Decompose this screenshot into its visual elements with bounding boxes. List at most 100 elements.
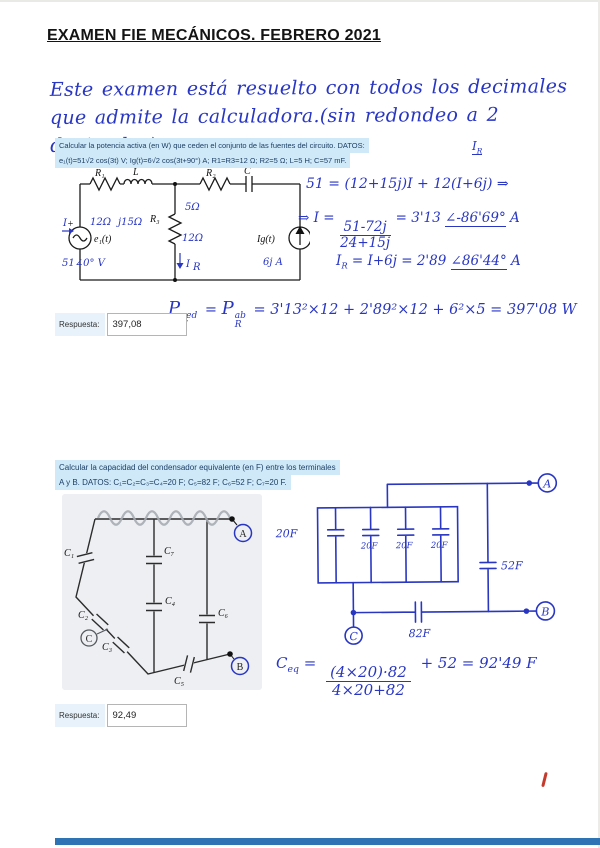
problem2-statement-line2: A y B. DATOS: C₁=C₂=C₃=C₄=20 F; C₅=82 F;… bbox=[55, 475, 291, 490]
sketch-cap-82f bbox=[352, 581, 538, 628]
svg-text:R: R bbox=[192, 262, 201, 273]
junction-dot-bottom bbox=[173, 278, 177, 282]
capacitor-c2-symbol bbox=[90, 612, 110, 632]
sketch-20f-left-label: 20F bbox=[275, 527, 298, 540]
terminal-a: A bbox=[229, 516, 253, 543]
e1-label: e₁(t) bbox=[94, 234, 112, 245]
l-value-annotation: j15Ω bbox=[116, 217, 142, 228]
terminal-b: B bbox=[227, 651, 250, 676]
sketch-a-dot bbox=[526, 480, 533, 486]
circuit2-wires bbox=[75, 518, 232, 675]
e1-polarity-plus: + bbox=[67, 219, 74, 230]
answer-input-problem1[interactable] bbox=[107, 313, 188, 336]
sketch-20f-label-2: 20F bbox=[395, 541, 414, 551]
resistor-r1-symbol bbox=[89, 176, 121, 192]
voltage-source-e1-symbol bbox=[68, 226, 92, 250]
photo-background bbox=[62, 494, 262, 690]
terminal-c: C bbox=[80, 628, 109, 647]
scan-edge-top bbox=[0, 0, 600, 2]
capacitor-c1-symbol bbox=[75, 551, 96, 565]
capacitor-c7-symbol bbox=[145, 555, 163, 565]
circuit1-svg: + R₁ L R₂ C R₃ e₁(t) Ig(t) I 12Ω j15Ω 5Ω… bbox=[62, 166, 312, 282]
sketch-terminal-b: B bbox=[535, 601, 556, 621]
answer-row-problem1: Respuesta: bbox=[55, 313, 188, 336]
c3-label: C₃ bbox=[102, 642, 113, 653]
sketch-cap-52f bbox=[479, 482, 497, 613]
capacitor-c3-symbol bbox=[111, 635, 131, 655]
problem2-statement-line1: Calcular la capacidad del condensador eq… bbox=[55, 460, 340, 475]
sketch-cap-20f-4 bbox=[431, 506, 450, 583]
page-title: EXAMEN FIE MECÁNICOS. FEBRERO 2021 bbox=[47, 27, 381, 44]
svg-text:C: C bbox=[349, 630, 358, 643]
sketch-20f-label-3: 20F bbox=[430, 541, 449, 551]
problem1-statement-line2: e₁(t)=51√2 cos(3t) V; Ig(t)=6√2 cos(3t+9… bbox=[55, 153, 351, 168]
sketch-terminal-c: C bbox=[344, 626, 363, 645]
sketch-cap-20f-2 bbox=[361, 506, 380, 584]
inductor-l-symbol bbox=[123, 178, 153, 185]
e1-value-annotation: 51∠0° V bbox=[62, 258, 107, 269]
equivalent-circuit-sketch: A B C 20F 20F 20F 20F 52F 82F bbox=[267, 471, 585, 658]
ig-value-annotation: 6j A bbox=[263, 257, 283, 268]
sketch-wires bbox=[316, 482, 540, 628]
ir-current-annotation: I R bbox=[176, 253, 201, 273]
ir-corner-annotation: IR bbox=[472, 139, 483, 156]
ig-label: Ig(t) bbox=[256, 234, 275, 245]
note-line-1: Este examen está resuelto con todos los … bbox=[49, 75, 568, 101]
c5-label: C₅ bbox=[174, 676, 185, 687]
sketch-terminal-a: A bbox=[537, 473, 558, 493]
c6-label: C₆ bbox=[218, 608, 229, 619]
r3-label: R₃ bbox=[149, 214, 160, 225]
junction-dot-top bbox=[173, 182, 177, 186]
r3-value-annotation: 12Ω bbox=[182, 233, 203, 244]
work-equation-1: 51 = (12+15j)I + 12(I+6j) ⇒ bbox=[306, 176, 509, 192]
sketch-cap-20f-3 bbox=[396, 506, 415, 583]
c1-label: C₁ bbox=[64, 548, 74, 559]
resistor-r3-symbol bbox=[167, 213, 183, 245]
capacitor-c-symbol bbox=[245, 176, 253, 192]
circuit1-figure: + R₁ L R₂ C R₃ e₁(t) Ig(t) I 12Ω j15Ω 5Ω… bbox=[60, 166, 312, 293]
problem1-statement-line1: Calcular la potencia activa (en W) que c… bbox=[55, 138, 369, 153]
sketch-svg: A B C 20F 20F 20F 20F 52F 82F bbox=[275, 473, 558, 645]
capacitor-c6-symbol bbox=[198, 614, 216, 624]
circuit1-wires bbox=[79, 176, 301, 282]
sketch-cap-20f-1 bbox=[326, 506, 345, 584]
c4-label: C₄ bbox=[165, 596, 176, 607]
scan-edge-right bbox=[598, 0, 600, 848]
capacitor-c4-symbol bbox=[145, 602, 163, 612]
svg-text:C: C bbox=[86, 634, 93, 645]
sketch-52f-label: 52F bbox=[501, 559, 523, 572]
c2-label: C₂ bbox=[78, 610, 89, 621]
red-pen-mark bbox=[541, 771, 548, 788]
answer-input-problem2[interactable] bbox=[107, 704, 188, 727]
l-label: L bbox=[132, 168, 139, 178]
c7-label: C₇ bbox=[164, 546, 175, 557]
r1-value-annotation: 12Ω bbox=[90, 217, 111, 228]
answer-label-problem2: Respuesta: bbox=[55, 704, 106, 727]
svg-text:A: A bbox=[542, 477, 551, 490]
r1-label: R₁ bbox=[94, 168, 105, 179]
sketch-20f-label-1: 20F bbox=[360, 541, 379, 551]
problem1-statement: Calcular la potencia activa (en W) que c… bbox=[55, 138, 369, 168]
sketch-b-dot bbox=[523, 608, 530, 614]
circuit2-svg: A B C C₁ C₂ C₃ C₄ C₅ C₆ C₇ bbox=[62, 494, 262, 690]
r2-value-annotation: 5Ω bbox=[185, 202, 200, 213]
answer-label-problem1: Respuesta: bbox=[55, 313, 106, 336]
pencil-squiggle bbox=[96, 510, 232, 526]
work-equation-3: IR = I+6j = 2'89 ∠86'44° A bbox=[336, 253, 521, 271]
sketch-node-c-dot bbox=[350, 609, 357, 616]
c-label: C bbox=[244, 168, 251, 177]
bottom-blue-bar bbox=[55, 838, 600, 845]
answer-row-problem2: Respuesta: bbox=[55, 704, 188, 727]
resistor-r2-symbol bbox=[199, 176, 231, 192]
svg-text:A: A bbox=[239, 529, 247, 540]
current-i-arrowhead bbox=[69, 228, 74, 234]
capacitor-c5-symbol bbox=[182, 654, 196, 674]
current-i-annotation: I bbox=[62, 218, 68, 229]
problem2-statement: Calcular la capacidad del condensador eq… bbox=[55, 460, 340, 490]
